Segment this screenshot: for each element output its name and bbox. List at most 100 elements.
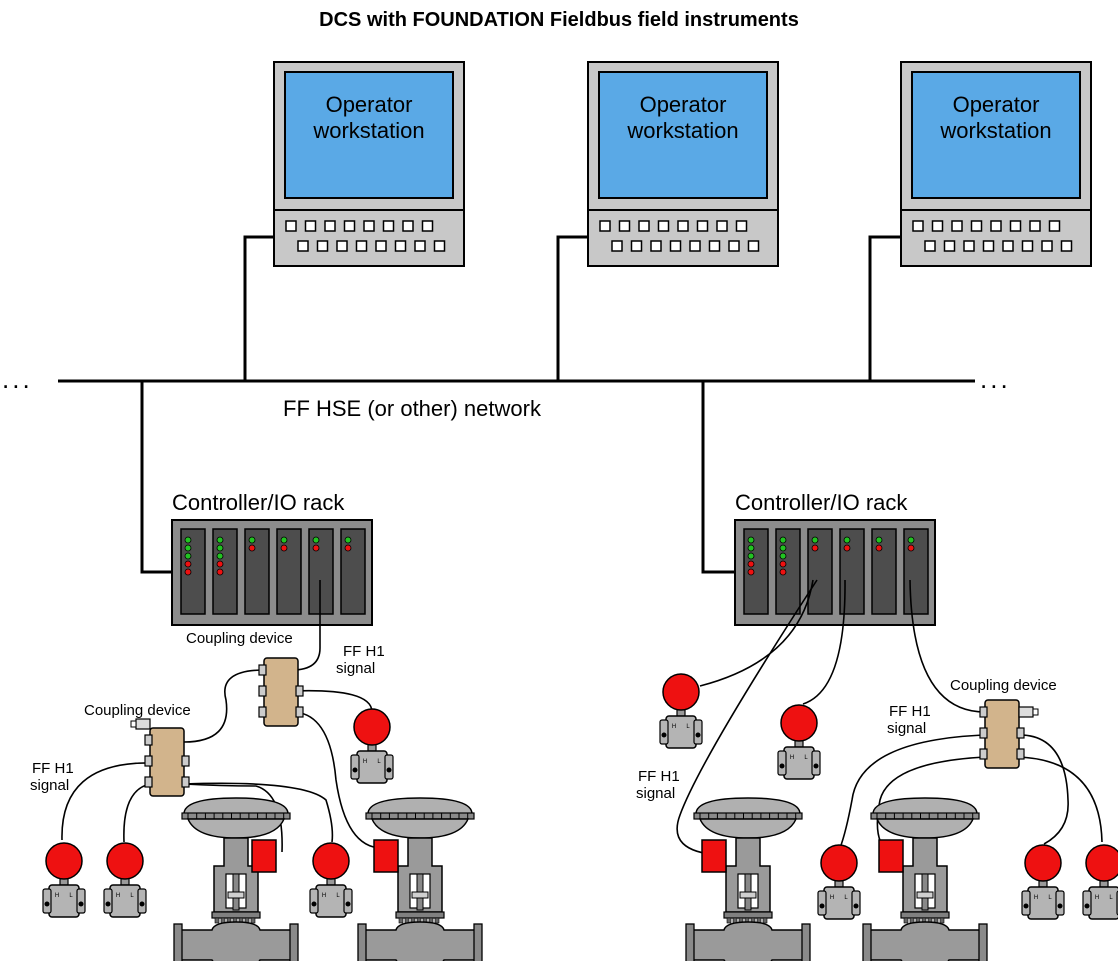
actuator-dome-bottom xyxy=(875,818,975,839)
keyboard-key xyxy=(650,240,662,252)
spur-to-valve xyxy=(676,579,818,856)
keyboard-key xyxy=(677,220,689,232)
control-valve xyxy=(862,797,988,961)
pipe-flange-right xyxy=(289,923,299,961)
transmitter-flange xyxy=(103,888,113,914)
process-port-dot xyxy=(105,901,111,907)
io-card xyxy=(308,528,334,615)
port-label-low: L xyxy=(844,895,848,901)
process-port-dot xyxy=(813,763,819,769)
keyboard-key xyxy=(735,220,748,232)
transmitter-body xyxy=(1088,886,1118,920)
signal-label-line2: signal xyxy=(887,720,926,737)
actuator-dome-top xyxy=(695,797,801,815)
transmitter-body xyxy=(48,884,80,918)
valve-positioner xyxy=(878,839,904,873)
transmitter-head xyxy=(1085,844,1118,882)
io-card xyxy=(775,528,801,615)
keyboard-key xyxy=(1048,220,1061,232)
keyboard-key xyxy=(1041,240,1053,252)
port-label-high: H xyxy=(790,755,794,761)
transmitter-head xyxy=(820,844,858,882)
stem-connector xyxy=(739,891,757,899)
bonnet-bolt xyxy=(726,917,732,924)
keyboard-key xyxy=(402,220,414,232)
status-led xyxy=(312,536,320,544)
keyboard-key xyxy=(708,240,721,252)
workstation-label-line2: workstation xyxy=(312,118,424,143)
keyboard-key xyxy=(336,240,348,252)
coupler-port xyxy=(295,706,304,718)
keyboard-key xyxy=(382,220,395,232)
status-led xyxy=(811,544,819,552)
workstation-2: Operator workstation xyxy=(587,61,779,267)
signal-label-line2: signal xyxy=(30,777,69,794)
signal-label-line2: signal xyxy=(636,785,675,802)
coupler-port xyxy=(1016,727,1025,739)
transmitter-flange xyxy=(851,890,861,916)
signal-label-line1: FF H1 xyxy=(343,643,385,660)
status-led xyxy=(747,544,755,552)
pipe-flange-right xyxy=(801,923,811,961)
workstation-keyboard xyxy=(273,209,465,267)
process-port-dot xyxy=(78,901,84,907)
process-port-dot xyxy=(311,901,317,907)
keyboard-key xyxy=(728,240,740,252)
io-card xyxy=(743,528,769,615)
transmitter-head xyxy=(45,842,83,880)
workstation-label-line1: Operator xyxy=(953,92,1040,117)
keyboard-key xyxy=(1021,240,1034,252)
status-led xyxy=(907,544,915,552)
diagram-title: DCS with FOUNDATION Fieldbus field instr… xyxy=(319,9,799,31)
workstation-screen xyxy=(911,71,1081,199)
keyboard-key xyxy=(1009,220,1022,232)
status-led xyxy=(344,536,352,544)
keyboard-key xyxy=(618,220,631,232)
process-port-dot xyxy=(695,732,701,738)
workstation-3-drop xyxy=(868,235,901,381)
keyboard-key xyxy=(297,240,309,252)
spur-to-transmitter xyxy=(839,734,986,849)
io-card xyxy=(839,528,865,615)
coupler-port xyxy=(181,776,190,788)
keyboard-key xyxy=(1060,240,1073,252)
transmitter-head xyxy=(312,842,350,880)
status-led xyxy=(248,536,256,544)
coupling-device xyxy=(258,657,304,727)
control-valve xyxy=(173,797,299,961)
transmitter-flange xyxy=(350,754,360,780)
h1-trunk-cable xyxy=(909,579,986,713)
pipe-flange-right xyxy=(473,923,483,961)
bonnet-bolt xyxy=(214,917,220,924)
keyboard-key xyxy=(304,220,317,232)
terminator-cap xyxy=(1032,708,1039,716)
status-led xyxy=(280,536,288,544)
port-label-low: L xyxy=(336,893,340,899)
keyboard-key xyxy=(1029,220,1041,232)
spur-to-transmitter xyxy=(183,782,334,843)
port-label-high: H xyxy=(830,895,834,901)
status-led xyxy=(248,544,256,552)
transmitter-head xyxy=(1024,844,1062,882)
process-port-dot xyxy=(661,732,667,738)
rack-1-drop xyxy=(140,381,172,574)
pipe-flange-left xyxy=(685,923,695,961)
terminator xyxy=(1018,706,1034,718)
status-led xyxy=(875,544,883,552)
transmitter-head xyxy=(106,842,144,880)
process-port-dot xyxy=(345,901,351,907)
coupler-port xyxy=(144,755,153,767)
status-led xyxy=(184,560,192,568)
rack-2-drop xyxy=(701,381,735,574)
keyboard-key xyxy=(982,240,995,252)
status-led xyxy=(779,560,787,568)
port-label-low: L xyxy=(69,893,73,899)
process-port-dot xyxy=(1084,903,1090,909)
coupler-port xyxy=(1016,748,1025,760)
actuator-flange xyxy=(693,812,803,820)
signal-label-line2: signal xyxy=(336,660,375,677)
process-port-dot xyxy=(1057,903,1063,909)
